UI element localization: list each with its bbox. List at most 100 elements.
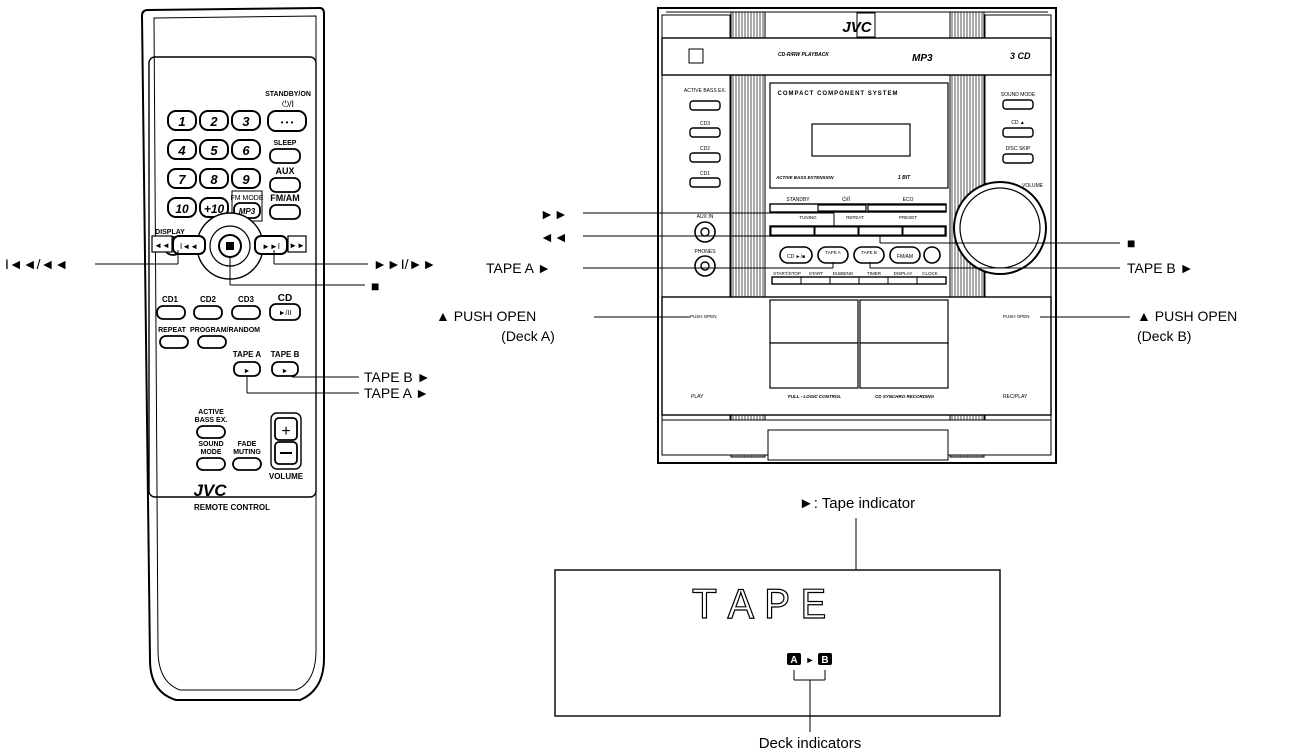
cd-tray-band — [661, 37, 1052, 76]
cd2-button[interactable] — [193, 305, 223, 320]
unit-phones-label: PHONES — [694, 249, 716, 255]
stop-icon — [226, 242, 234, 250]
svg-text:• • •: • • • — [281, 118, 294, 127]
deck-a-indicator-label: A — [790, 655, 797, 666]
display-label: DISPLAY — [155, 229, 185, 236]
num-label: 4 — [177, 143, 186, 158]
callout-unit-deck-b: (Deck B) — [1137, 328, 1191, 344]
sound-mode-label-2: MODE — [201, 449, 222, 456]
deck-b-window-bottom — [859, 342, 949, 389]
main-unit: JVC CD-R/RW PLAYBACK MP3 3 CD COMPACT CO… — [657, 7, 1057, 464]
ff-pad — [287, 235, 307, 253]
tape-play-arrow-icon: ► — [806, 655, 815, 665]
program-random-button[interactable] — [197, 335, 227, 349]
prev-button[interactable] — [172, 235, 206, 255]
unit-header-cdrw: CD-R/RW PLAYBACK — [778, 52, 829, 58]
volume-label: VOLUME — [269, 472, 304, 481]
unit-cd-eject-button[interactable] — [1002, 127, 1034, 138]
unit-ff-button[interactable] — [814, 226, 859, 236]
num-button-3[interactable] — [231, 110, 261, 131]
unit-tape-b-button[interactable] — [853, 246, 885, 264]
svg-text:►: ► — [282, 368, 289, 375]
standby-button[interactable] — [267, 110, 307, 132]
cd2-label: CD2 — [200, 295, 217, 304]
unit-cd1-button[interactable] — [689, 177, 721, 188]
callout-remote-tape-a: TAPE A ► — [364, 385, 429, 401]
aux-button[interactable] — [269, 177, 301, 193]
num-button-7[interactable] — [167, 168, 197, 189]
unit-stop-button[interactable] — [858, 226, 903, 236]
sleep-label: SLEEP — [274, 140, 297, 147]
unit-header-mp3: MP3 — [912, 53, 933, 64]
num-button-2[interactable] — [199, 110, 229, 131]
unit-row-label: TIMER — [867, 271, 882, 276]
unit-eco-button[interactable] — [867, 204, 947, 212]
unit-active-bass-button[interactable] — [689, 100, 721, 111]
callout-unit-push-open-b: ▲ PUSH OPEN — [1137, 308, 1237, 324]
num-button-10[interactable] — [167, 197, 197, 218]
display-segment-text: TAPE — [691, 582, 837, 632]
num-button-4[interactable] — [167, 139, 197, 160]
unit-cd3-button[interactable] — [689, 127, 721, 138]
callout-remote-skip-fwd: ►►I/►► — [373, 256, 436, 272]
remote-subtitle: REMOTE CONTROL — [194, 503, 270, 512]
callout-unit-tape-a: TAPE A ► — [486, 260, 551, 276]
unit-right-button-label: SOUND MODE — [1001, 92, 1036, 98]
unit-cd2-button[interactable] — [689, 152, 721, 163]
remote-tape-b-label: TAPE B — [271, 350, 300, 359]
sound-mode-button[interactable] — [196, 457, 226, 471]
active-bass-button[interactable] — [196, 425, 226, 439]
remote-keypad-panel — [148, 56, 317, 498]
num-button-9[interactable] — [231, 168, 261, 189]
num-button-6[interactable] — [231, 139, 261, 160]
num-button-1[interactable] — [167, 110, 197, 131]
fade-muting-button[interactable] — [232, 457, 262, 471]
unit-disc-skip-button[interactable] — [1002, 153, 1034, 164]
num-label: 2 — [209, 114, 218, 129]
unit-round-button[interactable] — [923, 246, 941, 264]
unit-push-open-a: PUSH OPEN — [690, 314, 717, 319]
unit-cd-synchro: CD SYNCHRO RECORDING — [875, 394, 935, 399]
cd-logo-icon — [688, 48, 704, 64]
unit-power-symbol: ⏻/I — [842, 196, 850, 203]
cd-play-button[interactable] — [269, 303, 301, 321]
unit-fmam-button[interactable] — [889, 246, 921, 264]
unit-left-button-label: CD1 — [700, 171, 710, 177]
deck-indicators-label: Deck indicators — [759, 735, 862, 752]
cd3-button[interactable] — [231, 305, 261, 320]
fmam-label: FM/AM — [270, 193, 300, 203]
unit-push-open-b: PUSH OPEN — [1003, 314, 1030, 319]
deck-a-indicator — [787, 653, 801, 665]
remote-tape-b-button[interactable] — [271, 361, 299, 377]
sleep-button[interactable] — [269, 148, 301, 164]
num-label: 8 — [210, 172, 218, 187]
num-button-8[interactable] — [199, 168, 229, 189]
fade-muting-label-1: FADE — [238, 441, 257, 448]
callout-remote-tape-b: TAPE B ► — [364, 369, 431, 385]
repeat-button[interactable] — [159, 335, 189, 349]
unit-sound-mode-button[interactable] — [1002, 99, 1034, 110]
unit-right-button-label: CD ▲ — [1011, 120, 1025, 126]
unit-cd-play-button[interactable] — [779, 246, 813, 264]
unit-one-bit: 1 BIT — [898, 175, 911, 181]
num-label: 3 — [242, 114, 250, 129]
fmam-button[interactable] — [269, 204, 301, 220]
remote-inner-outline — [153, 15, 317, 691]
callout-unit-rew: ◄◄ — [540, 229, 568, 245]
next-button[interactable] — [254, 235, 288, 255]
svg-text:+: + — [281, 423, 290, 440]
svg-text:I◄◄: I◄◄ — [180, 242, 198, 251]
unit-skip-button[interactable] — [902, 226, 946, 236]
cd-play-symbol: ►/II — [279, 310, 292, 317]
num-button-5[interactable] — [199, 139, 229, 160]
unit-rec-play: REC/PLAY — [1003, 394, 1028, 400]
fm-mode-label: FM MODE — [230, 195, 263, 202]
cd1-button[interactable] — [156, 305, 186, 320]
unit-title: COMPACT COMPONENT SYSTEM — [778, 91, 899, 97]
volume-up-button[interactable] — [274, 417, 298, 441]
deck-b-indicator — [818, 653, 832, 665]
unit-power-button[interactable] — [817, 204, 867, 212]
svg-text:►►I: ►►I — [262, 242, 280, 251]
unit-rew-button[interactable] — [770, 226, 815, 236]
num-label: 10 — [175, 202, 189, 216]
